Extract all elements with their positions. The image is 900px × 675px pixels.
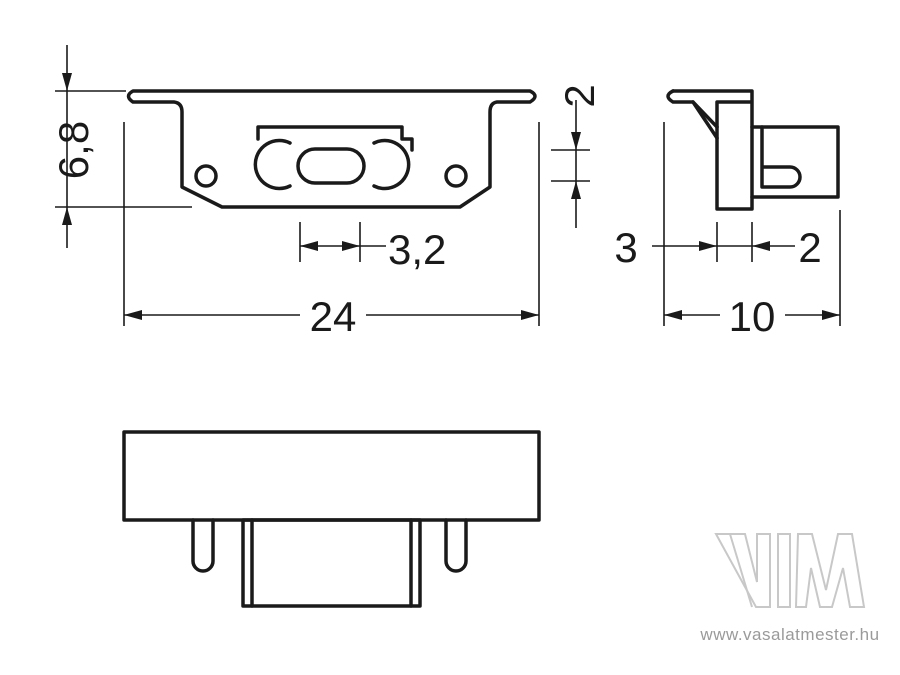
front-view-outline xyxy=(126,89,537,209)
dim-side-right-label: 2 xyxy=(798,224,821,271)
top-view xyxy=(122,430,541,608)
dim-side-width: 10 xyxy=(663,122,841,340)
right-hole xyxy=(444,164,468,188)
top-view-tongue xyxy=(241,518,422,608)
left-lobe xyxy=(253,138,292,191)
top-view-left-pin xyxy=(191,518,215,573)
top-view-right-pin xyxy=(444,518,468,573)
dim-slot-pitch: 3,2 xyxy=(299,222,446,273)
rear-slot-outline xyxy=(256,125,414,152)
side-view xyxy=(666,89,840,211)
dim-height-left: 6,8 xyxy=(50,45,192,248)
dim-side-width-label: 10 xyxy=(729,293,776,340)
watermark-url: www.vasalatmester.hu xyxy=(699,625,879,644)
center-slot xyxy=(296,147,366,185)
dim-width-total: 24 xyxy=(123,122,540,340)
side-view-outline xyxy=(671,89,754,211)
dim-slot-label: 3,2 xyxy=(388,226,446,273)
dim-side-left-label: 3 xyxy=(614,224,637,271)
dim-width-label: 24 xyxy=(310,293,357,340)
dim-lip-label: 2 xyxy=(556,84,603,107)
side-view-tongue xyxy=(750,125,840,199)
side-view-chamfer xyxy=(691,100,719,129)
side-view-slot xyxy=(760,125,802,189)
vm-logo-icon xyxy=(714,533,866,608)
dim-lip-height: 2 xyxy=(551,84,603,228)
top-view-body xyxy=(122,430,541,522)
dim-height-label: 6,8 xyxy=(50,121,97,179)
front-view xyxy=(126,89,537,209)
side-view-cap xyxy=(666,89,719,140)
dim-side-offsets: 3 2 xyxy=(614,222,822,271)
right-lobe xyxy=(372,138,411,191)
left-hole xyxy=(194,164,218,188)
